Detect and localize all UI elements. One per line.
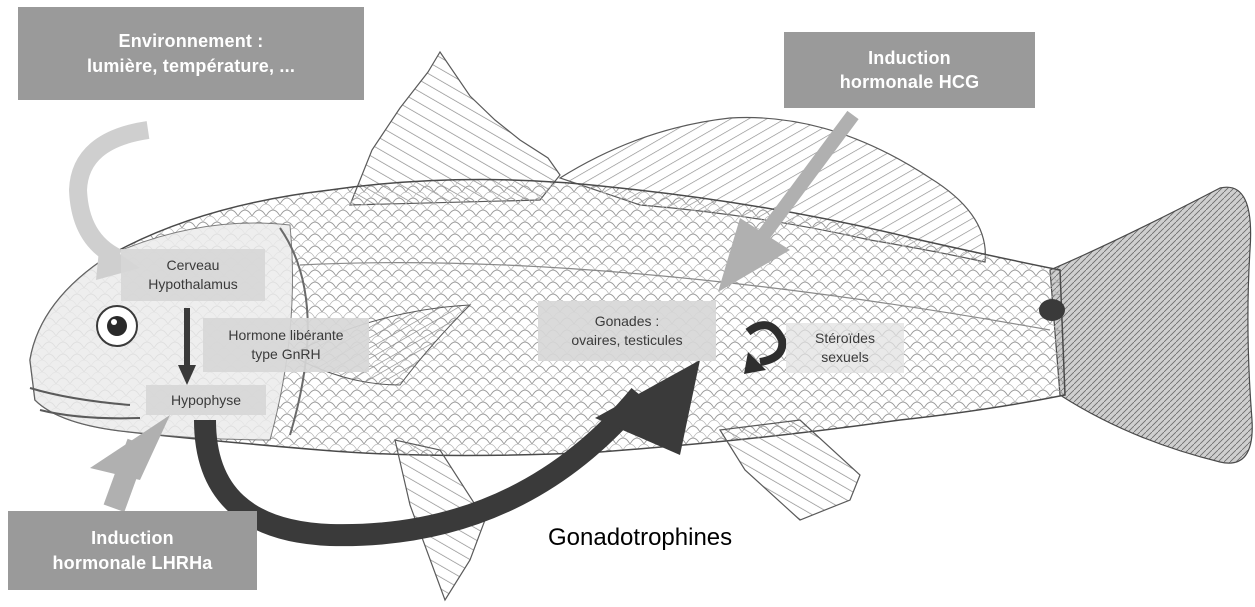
pituitary-text: Hypophyse	[171, 391, 241, 410]
environment-box: Environnement : lumière, température, ..…	[18, 7, 364, 100]
gonads-line2: ovaires, testicules	[571, 331, 682, 350]
environment-arrow	[78, 130, 148, 258]
hormone-line2: type GnRH	[251, 345, 320, 364]
gonadotrophins-caption: Gonadotrophines	[540, 522, 740, 554]
hormone-line1: Hormone libérante	[228, 326, 343, 345]
steroids-line2: sexuels	[821, 348, 868, 367]
gonads-label: Gonades : ovaires, testicules	[538, 301, 716, 361]
anal-fin	[720, 420, 860, 520]
tail-fin	[1050, 187, 1252, 463]
brain-line1: Cerveau	[167, 256, 220, 275]
steroids-line1: Stéroïdes	[815, 329, 875, 348]
hcg-line1: Induction	[868, 46, 951, 70]
lhrha-induction-box: Induction hormonale LHRHa	[8, 511, 257, 590]
lhrha-line2: hormonale LHRHa	[52, 551, 212, 575]
environment-line2: lumière, température, ...	[87, 54, 295, 78]
pituitary-label: Hypophyse	[146, 385, 266, 415]
gonadotrophins-text: Gonadotrophines	[548, 524, 732, 551]
lhrha-line1: Induction	[91, 526, 174, 550]
hcg-line2: hormonale HCG	[840, 70, 980, 94]
brain-line2: Hypothalamus	[148, 275, 238, 294]
gonads-line1: Gonades :	[595, 312, 660, 331]
environment-line1: Environnement :	[118, 29, 263, 53]
steroids-label: Stéroïdes sexuels	[786, 323, 904, 373]
gnrh-hormone-label: Hormone libérante type GnRH	[203, 318, 369, 372]
brain-hypothalamus-label: Cerveau Hypothalamus	[121, 249, 265, 301]
hcg-induction-box: Induction hormonale HCG	[784, 32, 1035, 108]
